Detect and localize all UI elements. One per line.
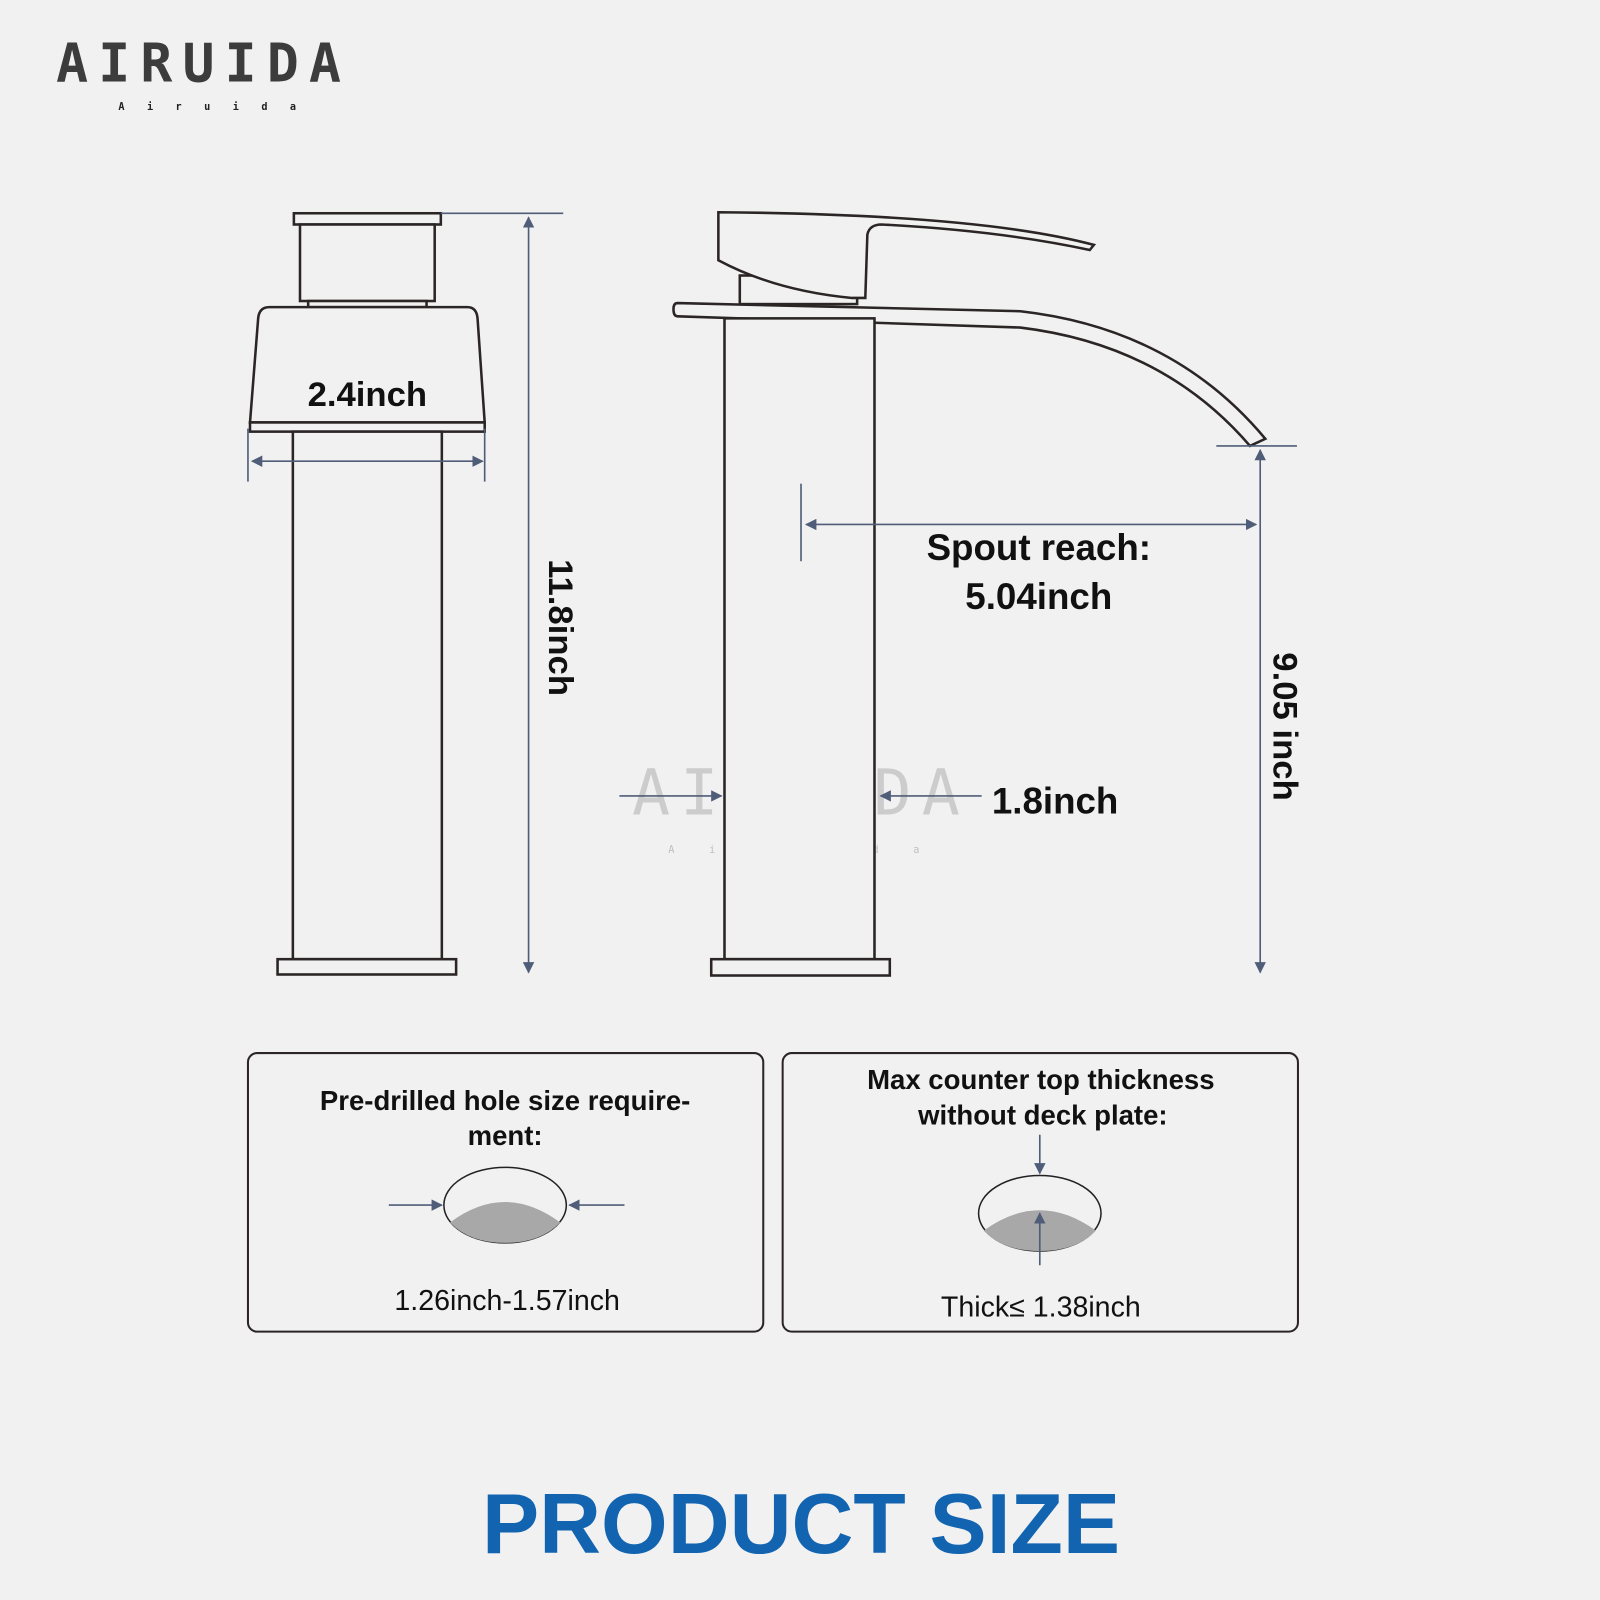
hole-icon xyxy=(388,1166,625,1244)
hole-size-box: Pre-drilled hole size require- ment: 1.2… xyxy=(246,1052,765,1333)
side-dimensions: Spout reach: 5.04inch 9.05 inch 1.8inch xyxy=(619,445,1303,974)
column-diameter-label: 1.8inch xyxy=(992,780,1119,821)
spout-height-label: 9.05 inch xyxy=(1265,652,1303,800)
faucet-front-view xyxy=(248,211,487,976)
front-dimensions: 2.4inch 11.8inch xyxy=(247,212,579,974)
faucet-side-view xyxy=(672,210,1268,977)
logo-text: AIRUIDA xyxy=(56,33,351,95)
width-label: 2.4inch xyxy=(308,376,428,414)
thickness-box: Max counter top thickness without deck p… xyxy=(781,1052,1299,1333)
logo-subtext: A i r u i d a xyxy=(118,101,304,113)
hole-box-title-2: ment: xyxy=(468,1120,543,1151)
thickness-value: Thick≤ 1.38inch xyxy=(941,1291,1141,1323)
brand-logo: AIRUIDA A i r u i d a xyxy=(56,33,351,114)
spout-reach-title: Spout reach: xyxy=(927,527,1151,568)
page-title: PRODUCT SIZE xyxy=(482,1476,1120,1572)
thickness-box-title-2: without deck plate: xyxy=(917,1099,1167,1130)
spout-reach-value: 5.04inch xyxy=(965,576,1112,617)
thickness-box-title: Max counter top thickness xyxy=(867,1064,1214,1095)
thickness-icon xyxy=(977,1134,1102,1266)
height-label: 11.8inch xyxy=(541,559,579,696)
hole-size-value: 1.26inch-1.57inch xyxy=(394,1285,620,1317)
hole-box-title: Pre-drilled hole size require- xyxy=(320,1085,690,1116)
